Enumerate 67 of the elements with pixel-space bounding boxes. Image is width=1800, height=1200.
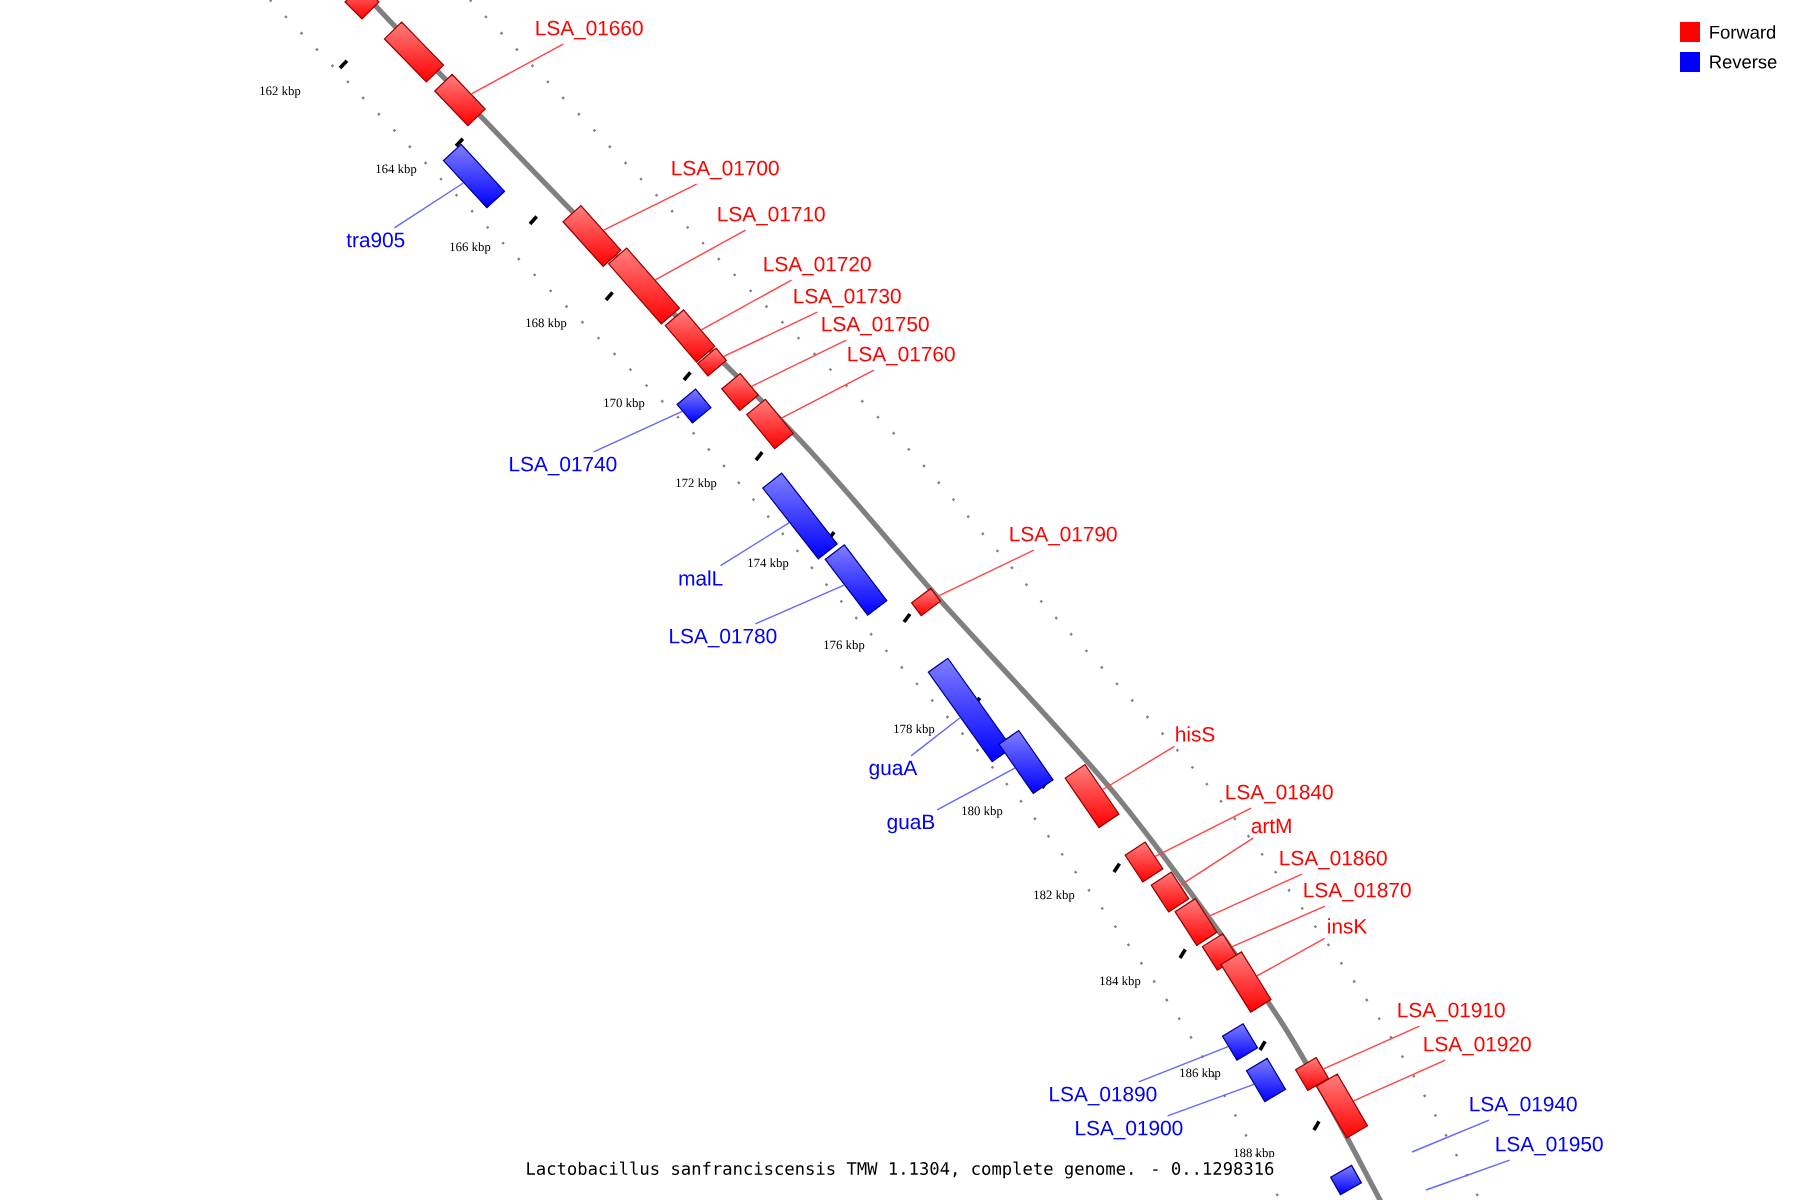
gene-label: insK: [1328, 918, 1368, 934]
gene-bar: [664, 309, 716, 363]
leader-line: [750, 339, 847, 387]
leader-line: [936, 767, 1016, 811]
gene-label: LSA_01860: [1280, 850, 1387, 870]
gene-bar: [1245, 1057, 1287, 1103]
leader-line: [470, 43, 564, 95]
gene-label: hisS: [1176, 726, 1215, 742]
gene-bar: [1064, 763, 1120, 829]
gene-bar: [344, 0, 380, 20]
leader-line: [700, 279, 793, 331]
leader-line: [780, 369, 875, 419]
leader-line: [1102, 745, 1176, 791]
leader-line: [1256, 937, 1326, 977]
leader-line: [723, 311, 819, 358]
leader-line: [393, 182, 464, 229]
leader-line: [1166, 1083, 1255, 1117]
gene-label: LSA_01780: [670, 628, 777, 648]
leader-line: [1322, 1025, 1421, 1070]
gene-label: LSA_01840: [1226, 784, 1333, 804]
leader-line: [719, 522, 790, 567]
gene-bar: [824, 544, 888, 616]
gene-label: LSA_01790: [1010, 526, 1117, 546]
leader-line: [1411, 1119, 1490, 1153]
legend-label: Reverse: [1710, 55, 1777, 69]
gene-label: LSA_01740: [510, 456, 617, 476]
gene-label: guaA: [869, 760, 918, 780]
gene-label: LSA_01920: [1424, 1036, 1531, 1056]
leader-line: [1352, 1059, 1447, 1102]
legend-label: Forward: [1710, 25, 1776, 39]
gene-label: tra905: [346, 232, 405, 248]
gene-label: LSA_01730: [794, 288, 901, 308]
gene-label: LSA_01900: [1076, 1120, 1183, 1140]
gene-label: guaB: [887, 814, 935, 834]
gene-label: malL: [679, 570, 723, 586]
gene-label: LSA_01700: [672, 160, 779, 180]
gene-label: LSA_01760: [848, 346, 955, 366]
gene-bar: [998, 729, 1054, 795]
gene-label: LSA_01710: [718, 206, 825, 226]
gene-label: LSA_01870: [1304, 882, 1411, 902]
leader-line: [936, 549, 1035, 598]
leader-line: [654, 229, 747, 281]
gene-label: LSA_01910: [1398, 1002, 1505, 1022]
leader-line: [593, 410, 683, 453]
gene-bar: [676, 388, 712, 424]
gene-label: LSA_01950: [1496, 1136, 1603, 1156]
gene-bar: [1220, 951, 1272, 1013]
gene-bar: [1315, 1073, 1369, 1139]
leader-line: [910, 717, 961, 757]
gene-label: LSA_01660: [536, 20, 643, 40]
gene-label: artM: [1251, 818, 1291, 834]
gene-bar: [1124, 841, 1164, 883]
leader-line: [1179, 837, 1254, 886]
leader-line: [1206, 873, 1303, 918]
gene-bar: [383, 21, 445, 83]
leader-line: [1231, 905, 1326, 948]
gene-bar: [442, 143, 506, 209]
gene-label: LSA_01750: [822, 316, 929, 336]
leader-line: [1425, 1159, 1511, 1191]
gene-label: LSA_01890: [1050, 1086, 1157, 1106]
gene-label: LSA_01940: [1470, 1096, 1577, 1116]
leader-line: [1138, 1046, 1229, 1083]
leader-line: [603, 183, 698, 231]
leader-line: [754, 584, 845, 625]
caption: Lactobacillus sanfranciscensis TMW 1.1304, complete genome. - 0..1298316: [521, 1157, 1279, 1183]
leader-line: [1154, 807, 1252, 857]
gene-label: LSA_01720: [764, 256, 871, 276]
